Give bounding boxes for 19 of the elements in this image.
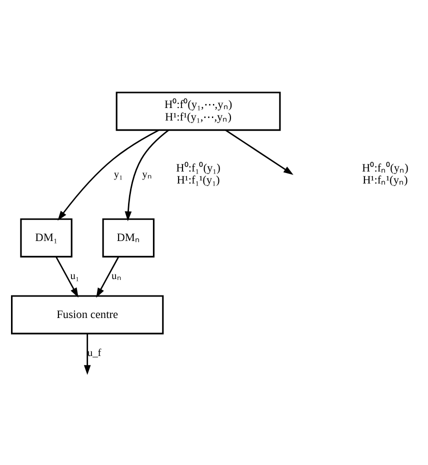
arrow (124, 129, 170, 221)
edge-label: u_f (87, 347, 102, 358)
node-box: Fusion centre (11, 294, 164, 334)
label: H⁰:f₁⁰(y₁) (176, 162, 220, 174)
node-box: DMₙ (102, 218, 155, 257)
arrow (58, 129, 160, 220)
arrow (56, 256, 78, 298)
label: H¹:fₙ¹(yₙ) (362, 174, 408, 186)
edge-label: u₁ (70, 270, 80, 282)
arrow (225, 129, 294, 174)
edge-label: y₁ (114, 168, 123, 180)
label: H⁰:fₙ⁰(yₙ) (362, 162, 408, 174)
edge-label: yₙ (142, 168, 152, 180)
edge-label: uₙ (112, 270, 121, 282)
node-box: H⁰:f⁰(y₁,⋯,yₙ) H¹:f¹(y₁,⋯,yₙ) (116, 91, 281, 130)
label: H¹:f₁¹(y₁) (176, 174, 220, 186)
node-box: DM₁ (20, 218, 72, 257)
arrow (96, 256, 120, 298)
arrow (84, 333, 91, 374)
